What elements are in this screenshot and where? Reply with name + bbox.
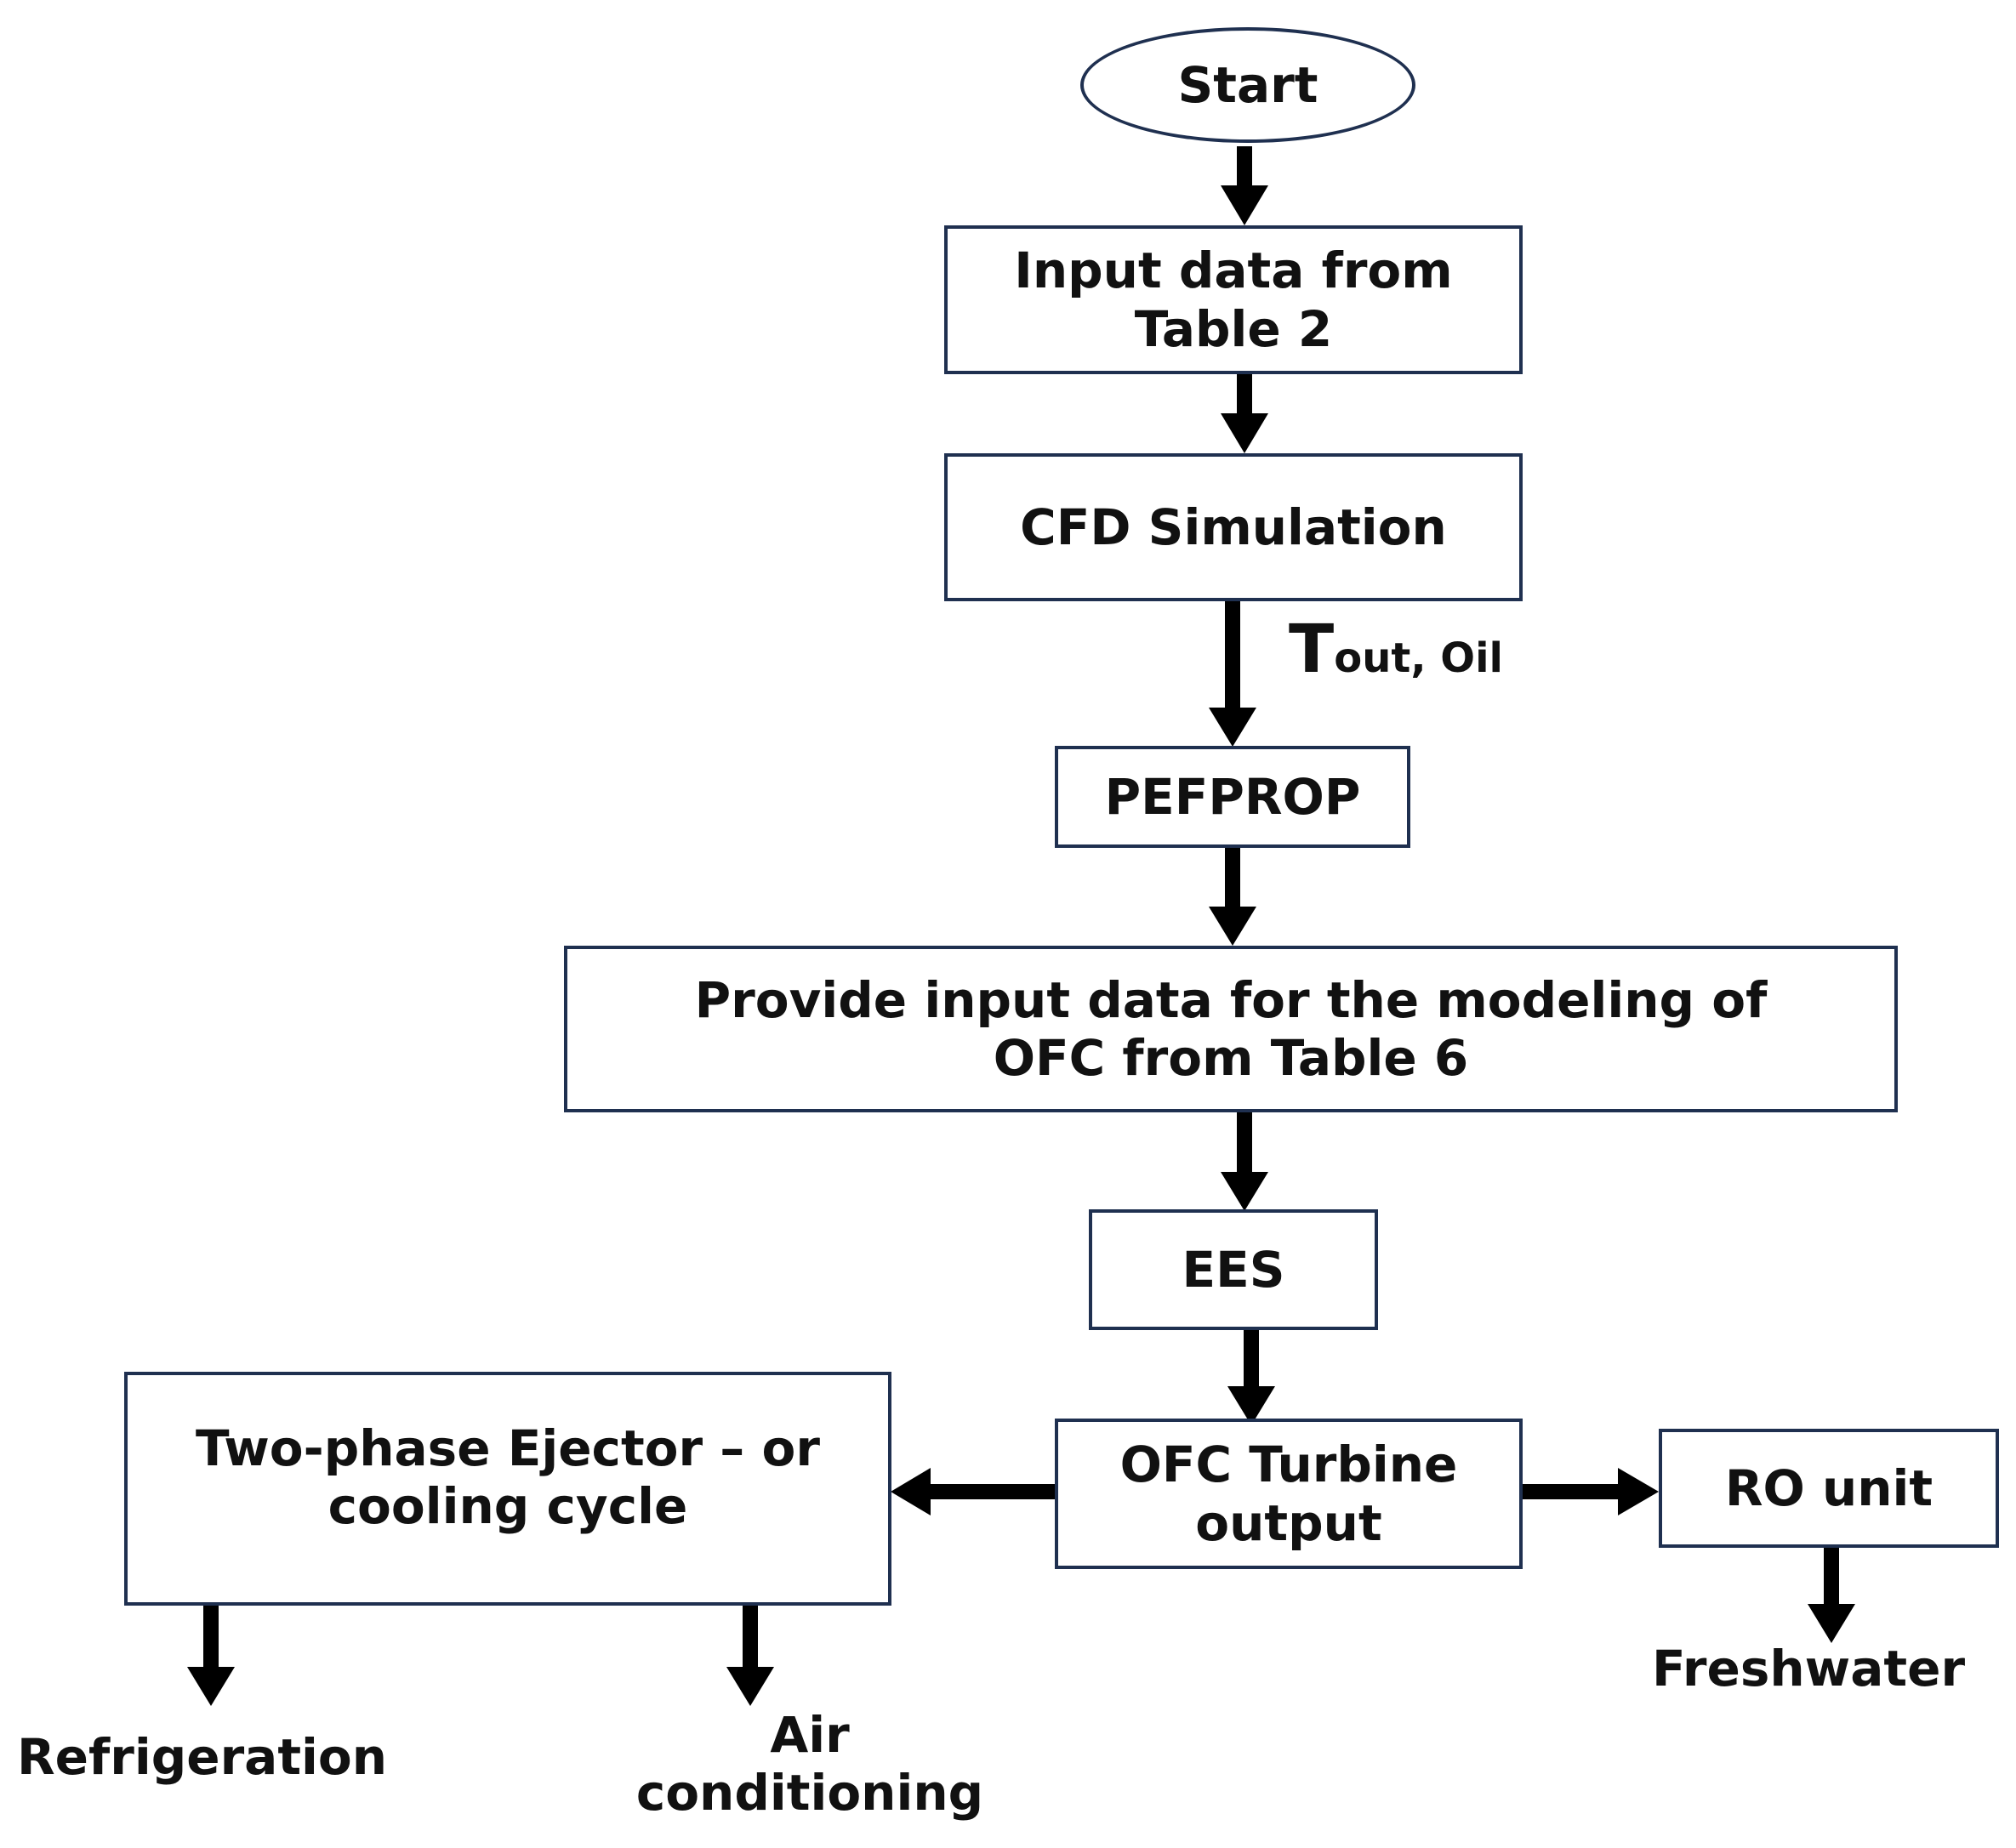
- input-data-label-line2: Table 2: [1134, 299, 1333, 358]
- start-label: Start: [1177, 55, 1318, 114]
- t-out-subscript: out, Oil: [1334, 634, 1503, 682]
- provide-input-label-line2: OFC from Table 6: [993, 1029, 1469, 1087]
- provide-input-label-line1: Provide input data for the modeling of: [694, 970, 1768, 1029]
- ejector-label-line2: cooling cycle: [327, 1477, 688, 1536]
- arrow-start-to-input: [1221, 146, 1268, 225]
- arrow-input-to-cfd: [1221, 372, 1268, 453]
- arrow-ofc-to-ejector: [891, 1468, 1056, 1515]
- arrow-provide-to-ees: [1221, 1111, 1268, 1211]
- ofc-turbine-label-line1: OFC Turbine: [1119, 1436, 1458, 1494]
- air-conditioning-label-line2: conditioning: [635, 1764, 984, 1822]
- arrow-cfd-to-pefprop: [1209, 599, 1256, 747]
- pefprop-box: PEFPROP: [1055, 746, 1410, 848]
- pefprop-label: PEFPROP: [1104, 767, 1361, 826]
- input-data-label-line1: Input data from: [1014, 242, 1453, 300]
- t-out-oil-label: Tout, Oil: [1289, 611, 1503, 689]
- arrow-ofc-to-ro: [1519, 1468, 1659, 1515]
- ees-box: EES: [1089, 1209, 1378, 1330]
- input-data-box: Input data from Table 2: [944, 225, 1523, 374]
- ejector-label-line1: Two-phase Ejector – or: [196, 1419, 820, 1477]
- ro-unit-label: RO unit: [1724, 1458, 1933, 1517]
- air-conditioning-label-line1: Air: [770, 1706, 850, 1764]
- ees-label: EES: [1182, 1240, 1285, 1299]
- freshwater-output: Freshwater: [1652, 1640, 1965, 1697]
- cfd-simulation-label: CFD Simulation: [1020, 498, 1447, 556]
- arrow-ejector-to-refrigeration: [187, 1603, 235, 1706]
- ejector-box: Two-phase Ejector – or cooling cycle: [124, 1372, 891, 1606]
- freshwater-label: Freshwater: [1652, 1640, 1966, 1697]
- provide-input-box: Provide input data for the modeling of O…: [564, 946, 1898, 1112]
- cfd-simulation-box: CFD Simulation: [944, 453, 1523, 601]
- ofc-turbine-label-line2: output: [1195, 1493, 1382, 1552]
- t-out-symbol: T: [1289, 611, 1335, 688]
- refrigeration-output: Refrigeration: [17, 1728, 387, 1786]
- arrow-ejector-to-air-conditioning: [726, 1603, 774, 1706]
- ofc-turbine-box: OFC Turbine output: [1055, 1419, 1523, 1569]
- air-conditioning-output: Air conditioning: [606, 1706, 1014, 1822]
- ro-unit-box: RO unit: [1659, 1429, 1999, 1548]
- start-node: Start: [1080, 27, 1415, 143]
- arrow-ro-to-freshwater: [1808, 1548, 1855, 1643]
- arrow-pefprop-to-provide: [1209, 845, 1256, 946]
- arrow-ees-to-ofc: [1227, 1328, 1275, 1425]
- refrigeration-label: Refrigeration: [17, 1728, 388, 1786]
